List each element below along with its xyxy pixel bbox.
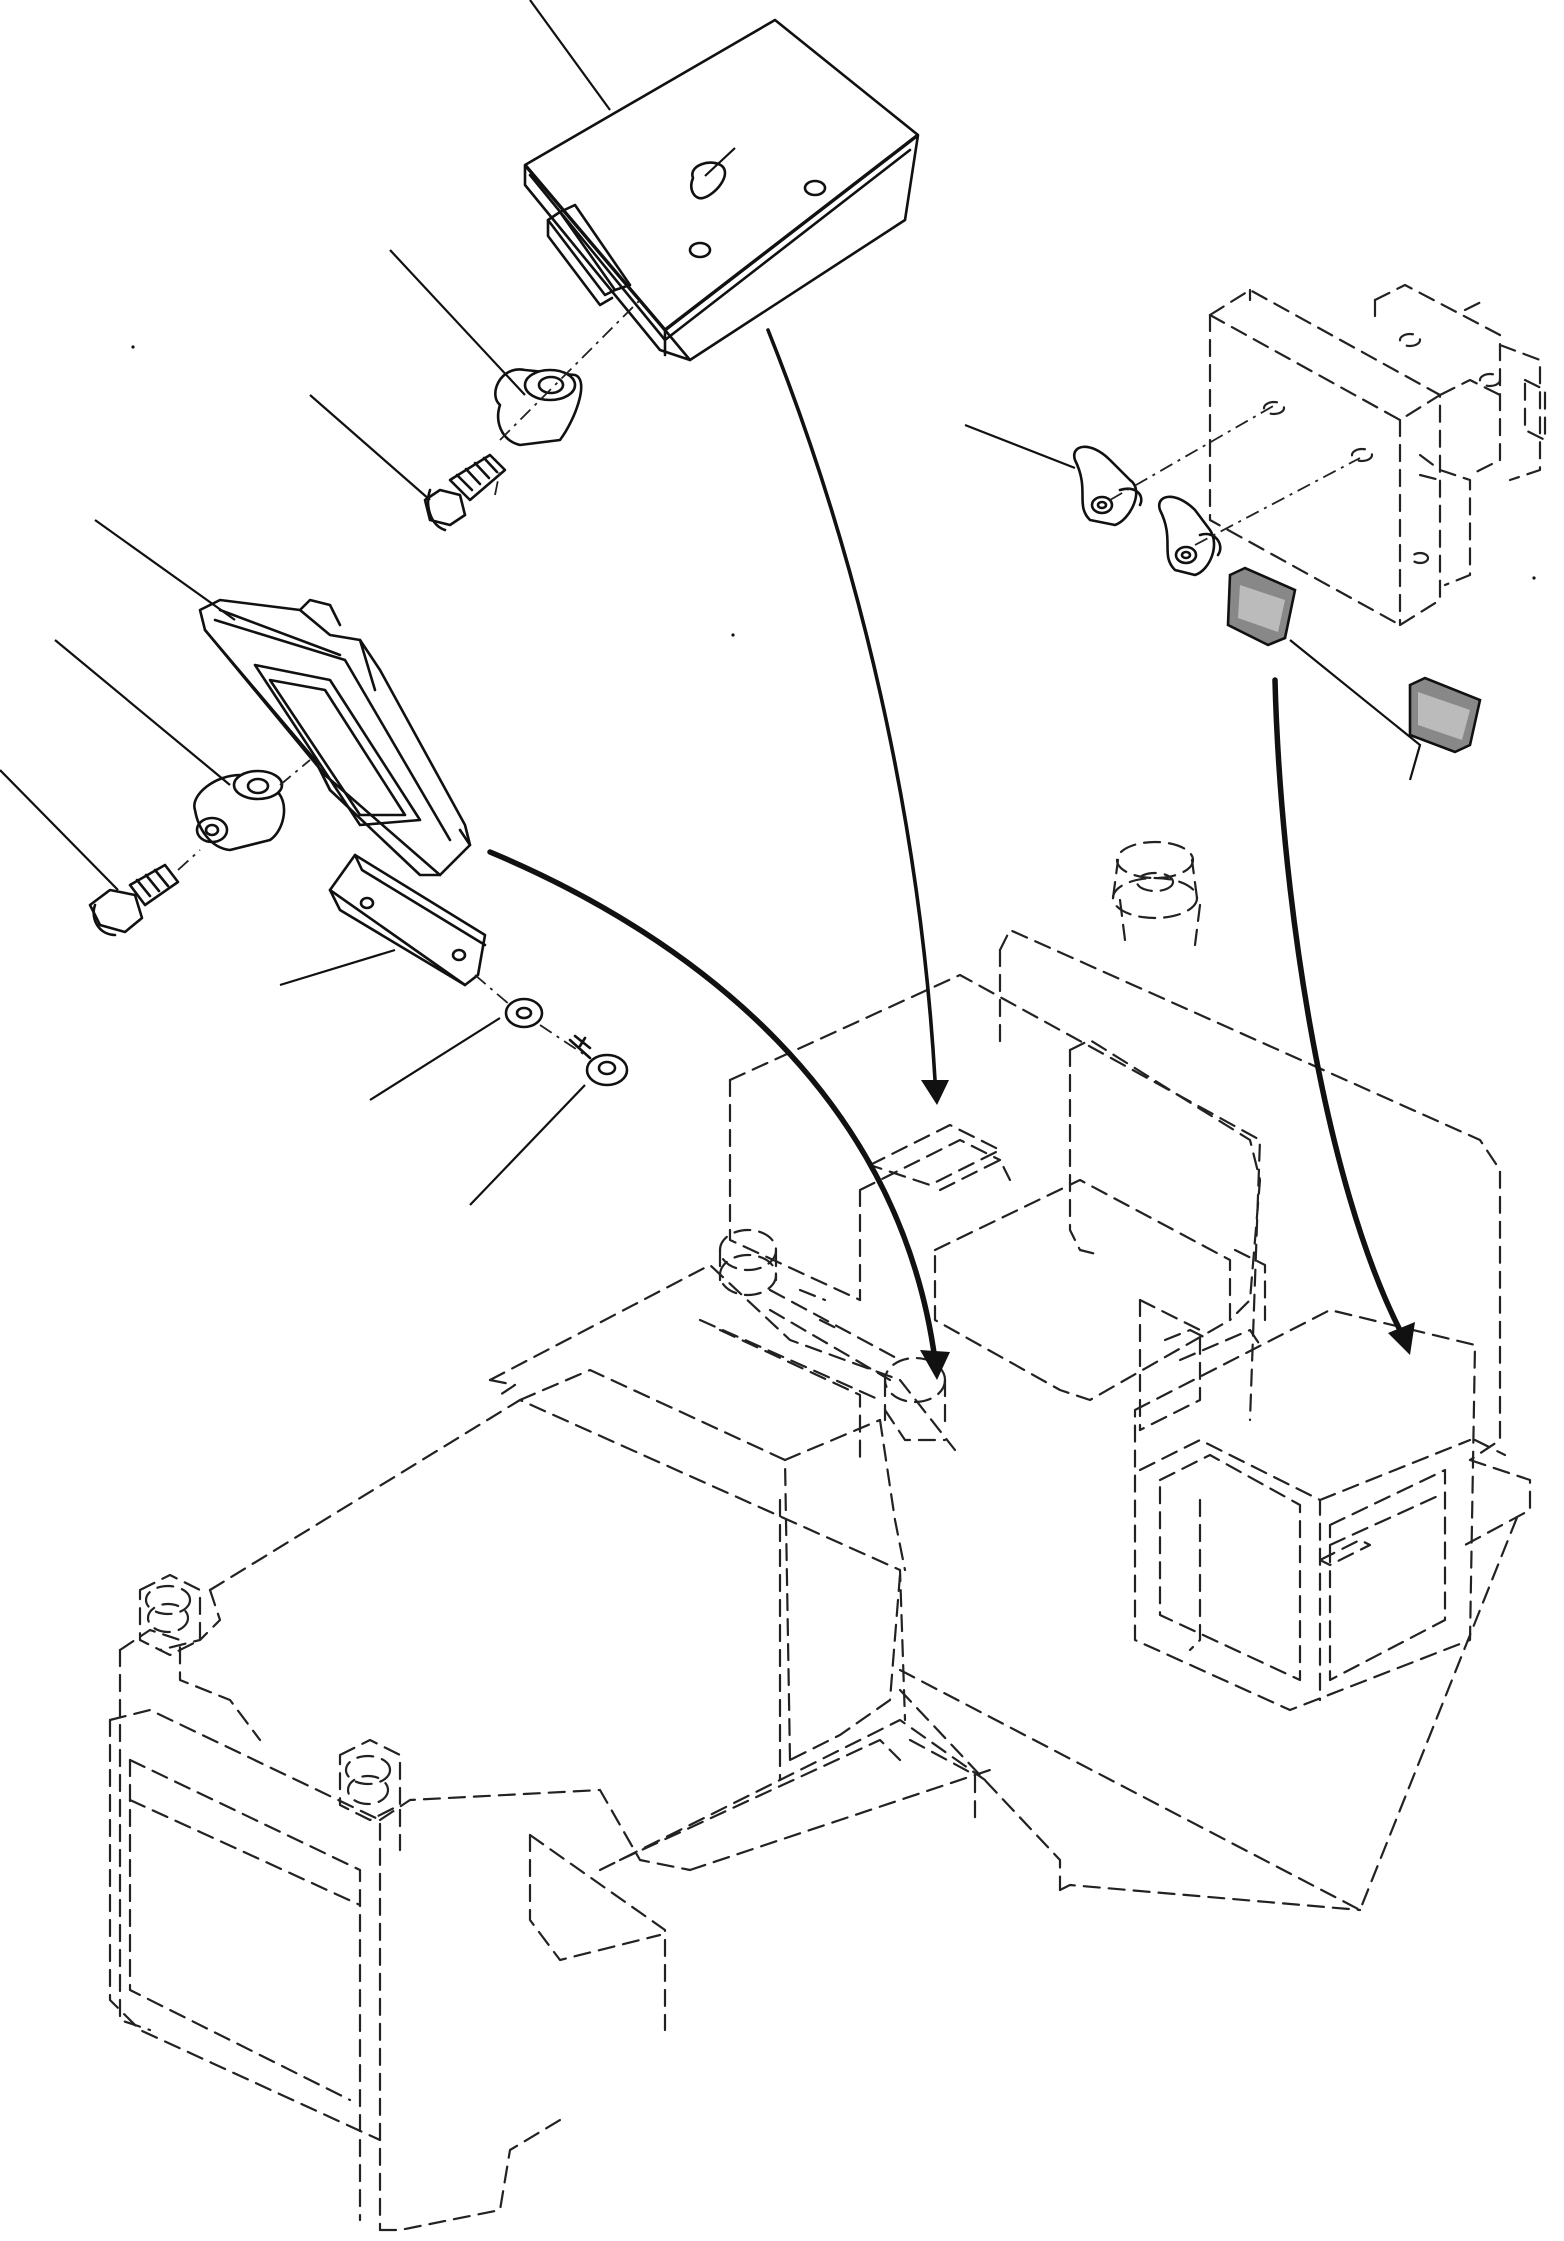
controller-outline	[1208, 283, 1547, 627]
screw	[568, 1034, 629, 1087]
speck-3	[1532, 576, 1536, 580]
axis-line-collar	[279, 759, 311, 786]
cover-box	[523, 18, 920, 362]
axis-line-bolt-upper	[494, 469, 501, 496]
arrow-cover-to-seat	[766, 328, 949, 1105]
leader-lines	[0, 0, 1422, 1206]
bolt-lower	[88, 863, 180, 937]
axis-line-wingnut-1	[1109, 404, 1276, 501]
axis-line-wingnut-2	[1194, 457, 1361, 546]
axis-line-bolt-lower	[177, 849, 201, 871]
machine-body-outline	[108, 840, 1532, 2232]
collar-lower	[193, 769, 286, 852]
speck-1	[131, 345, 135, 349]
mounting-plate	[328, 853, 487, 987]
washer	[504, 997, 544, 1029]
arrow-pads-to-box	[1272, 677, 1415, 1355]
pad-2	[1408, 676, 1482, 754]
axis-line-screw	[474, 974, 586, 1056]
bracket-frame	[198, 598, 472, 877]
wing-nut-2	[1157, 495, 1222, 577]
axis-line-cover	[499, 299, 641, 441]
boss-front-right	[338, 1738, 402, 1822]
boss-top-left	[718, 1228, 902, 1382]
boss-front-left	[138, 1573, 202, 1657]
boss-top-right	[883, 1356, 947, 1442]
bolt-upper	[423, 453, 507, 532]
collar-upper	[494, 368, 583, 447]
arrow-bracket-to-boss	[487, 849, 950, 1380]
wing-nut-1	[1072, 445, 1143, 527]
pad-1	[1226, 566, 1297, 647]
filler-cap-outline	[1111, 876, 1199, 920]
speck-2	[731, 633, 735, 637]
